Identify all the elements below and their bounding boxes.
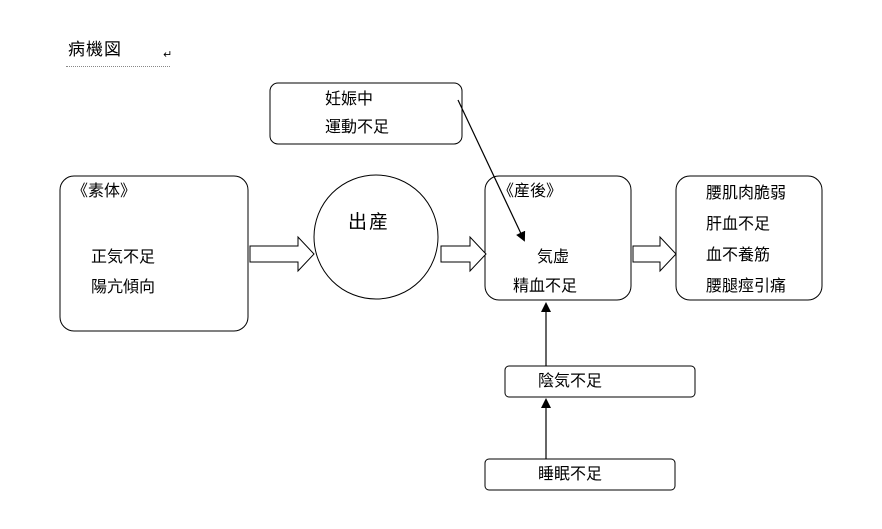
sleep-box <box>484 458 676 491</box>
postpartum-line-2: 精血不足 <box>513 276 578 295</box>
sleep-label: 睡眠不足 <box>538 464 603 483</box>
symptoms-line-4: 腰腿痙引痛 <box>706 276 787 295</box>
symptoms-line-2: 肝血不足 <box>706 214 771 233</box>
paragraph-mark: ↵ <box>163 48 173 61</box>
pregnancy-line-1: 妊娠中 <box>325 89 374 108</box>
postpartum-header: 《産後》 <box>498 181 563 200</box>
symptoms-box <box>675 175 823 301</box>
symptoms-line-1: 腰肌肉脆弱 <box>706 183 787 202</box>
block-arrow-constitution-to-childbirth <box>249 235 315 273</box>
childbirth-circle <box>313 174 439 300</box>
pregnancy-line-2: 運動不足 <box>325 117 390 136</box>
constitution-line-1: 正気不足 <box>91 247 156 266</box>
block-arrow-postpartum-to-symptoms <box>632 235 677 273</box>
page-title: 病機図 <box>68 40 122 60</box>
childbirth-label: 出産 <box>348 211 391 233</box>
constitution-box <box>59 175 249 332</box>
constitution-header: 《素体》 <box>72 181 137 200</box>
title-underline <box>66 66 170 67</box>
postpartum-line-1: 気虚 <box>537 247 570 266</box>
arrow-pregnancy-to-postpartum <box>457 99 526 242</box>
constitution-line-2: 陽亢傾向 <box>91 277 156 296</box>
postpartum-box <box>484 175 632 301</box>
block-arrow-childbirth-to-postpartum <box>440 235 487 273</box>
pregnancy-box <box>269 82 463 145</box>
yin-qi-label: 陰気不足 <box>538 371 603 390</box>
yin-qi-box <box>504 365 696 398</box>
symptoms-line-3: 血不養筋 <box>706 245 771 264</box>
